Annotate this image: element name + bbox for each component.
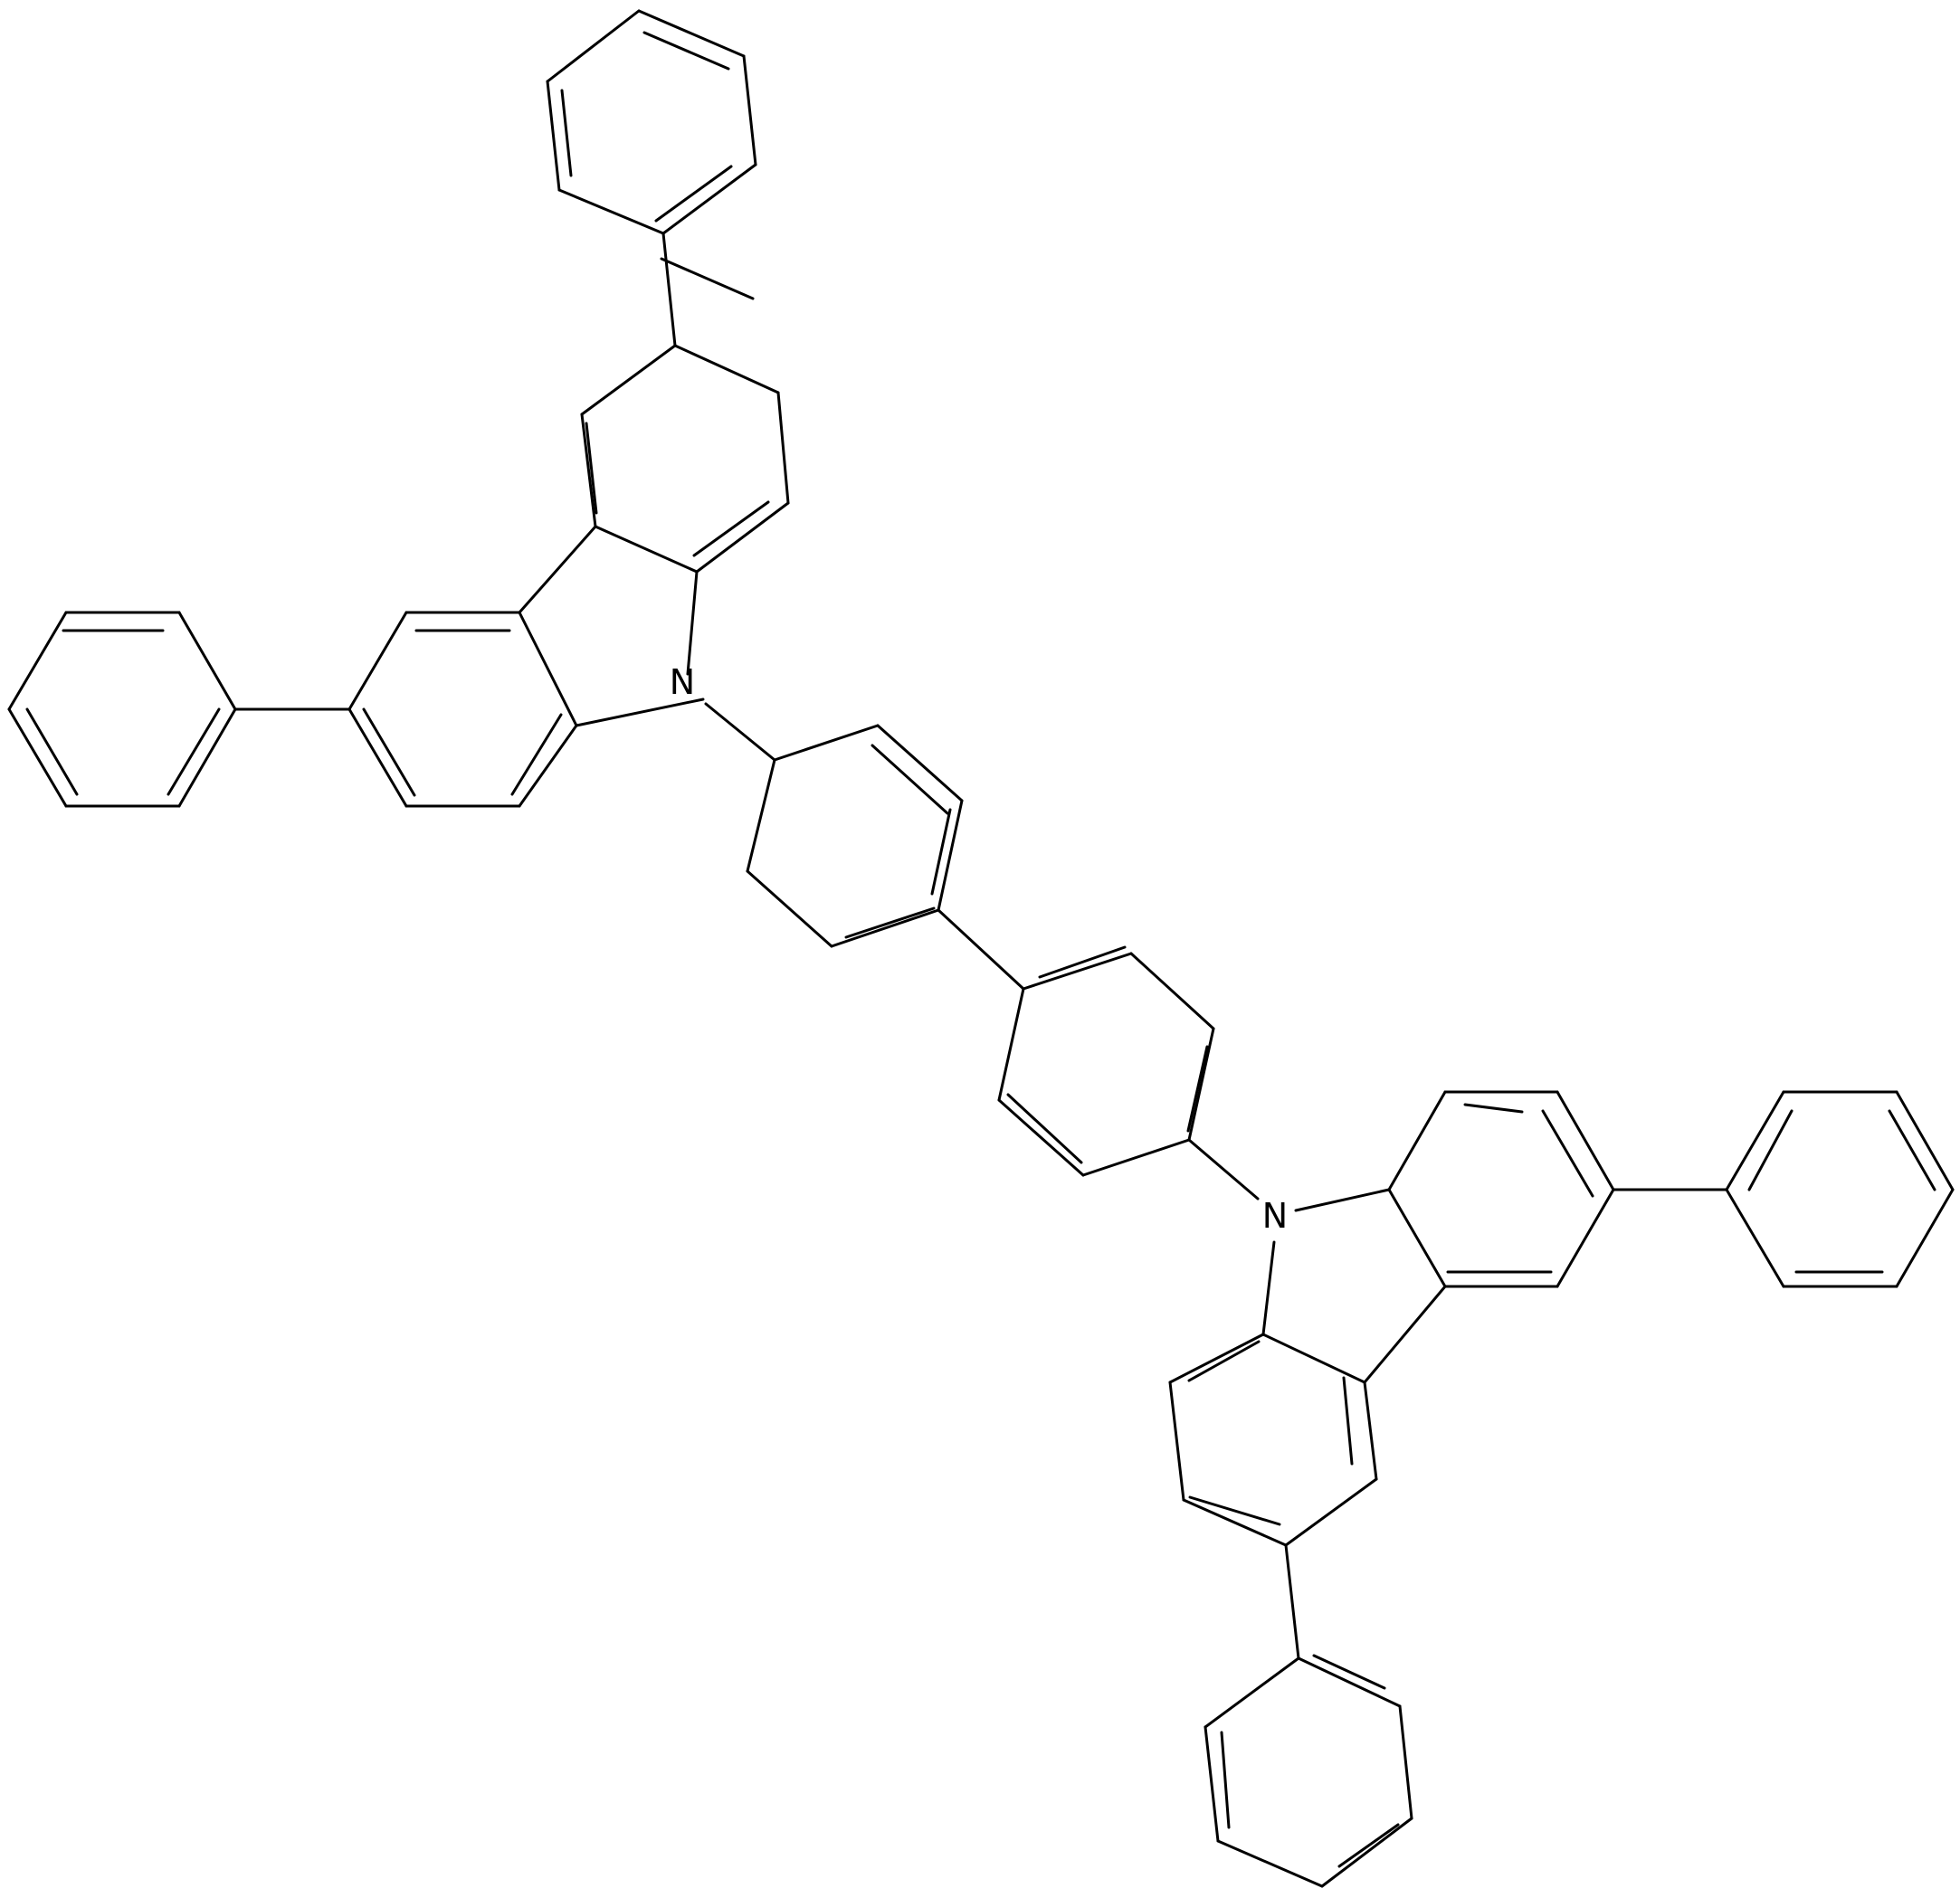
bond-line-4 (546, 80, 561, 192)
bond-line-63 (1182, 1498, 1288, 1547)
bond-line-36 (937, 908, 1025, 991)
bond-line-67 (1204, 1656, 1300, 1729)
double-bond-line-4 (692, 500, 770, 557)
bond-line-35 (746, 758, 776, 873)
double-bond-line-2 (560, 89, 573, 177)
bond-line-31 (876, 724, 964, 802)
bond-line-15 (575, 698, 705, 727)
bond-line-26 (7, 707, 68, 808)
double-bond-line-13 (930, 808, 952, 896)
double-bond-line-28 (1220, 1731, 1231, 1829)
double-bond-line-14 (844, 906, 936, 939)
bond-line-47 (1556, 1188, 1615, 1288)
bond-line-66 (1284, 1543, 1300, 1660)
bond-lines (7, 9, 1955, 1888)
bond-line-64 (1284, 1477, 1378, 1547)
bond-line-13 (518, 525, 597, 614)
bond-line-42 (997, 987, 1025, 1102)
bond-line-5 (546, 9, 641, 83)
bond-line-8 (776, 391, 790, 505)
double-bond-line-7 (362, 707, 416, 797)
double-bond-line-3 (660, 257, 755, 300)
bond-line-37 (1022, 952, 1133, 991)
bond-line-30 (773, 724, 880, 762)
double-bond-line-0 (642, 31, 730, 71)
bond-line-55 (1725, 1090, 1785, 1191)
bond-line-50 (1294, 1188, 1391, 1212)
bond-line-69 (1216, 1839, 1324, 1888)
bond-line-49 (1387, 1188, 1447, 1288)
double-bond-line-15 (1038, 945, 1127, 979)
bond-line-9 (695, 501, 790, 574)
bond-line-19 (347, 707, 408, 808)
bond-line-7 (673, 344, 780, 394)
bond-line-14 (686, 570, 699, 676)
bond-line-71 (1398, 1704, 1413, 1820)
double-bond-line-19 (1541, 1109, 1594, 1198)
bond-line-0 (637, 9, 746, 58)
bond-line-29 (704, 702, 776, 762)
bond-line-57 (1895, 1090, 1955, 1191)
bond-line-33 (830, 908, 940, 948)
bond-line-2 (661, 163, 757, 235)
nitrogen-atom-bottom: N (1262, 1196, 1288, 1236)
bond-line-28 (177, 707, 237, 808)
bond-line-43 (1187, 1138, 1260, 1200)
double-bond-line-21 (1747, 1109, 1793, 1191)
bond-line-11 (580, 413, 597, 528)
bond-line-65 (1363, 1381, 1378, 1481)
bond-line-40 (1081, 1138, 1191, 1177)
bond-line-61 (1168, 1333, 1265, 1384)
double-bond-line-16 (1186, 1045, 1209, 1133)
bond-line-72 (1297, 1656, 1402, 1708)
bond-line-10 (594, 525, 699, 574)
bond-line-34 (746, 869, 833, 948)
double-bond-line-22 (1888, 1109, 1936, 1191)
bond-line-41 (997, 1098, 1085, 1177)
bond-line-52 (1261, 1333, 1366, 1384)
double-bond-line-26 (1342, 1376, 1354, 1466)
double-bond-line-24 (1187, 1340, 1261, 1382)
bond-line-44 (1387, 1090, 1447, 1191)
double-bond-line-29 (1337, 1823, 1400, 1868)
bond-line-1 (742, 54, 757, 166)
bond-line-53 (1363, 1285, 1447, 1384)
bond-line-32 (937, 799, 964, 912)
bond-line-25 (7, 611, 68, 711)
bond-line-70 (1320, 1817, 1413, 1888)
double-bond-line-11 (167, 707, 221, 796)
bond-line-6 (661, 232, 677, 347)
bond-line-12 (580, 344, 677, 416)
bond-line-46 (1556, 1090, 1615, 1191)
double-bond-line-5 (585, 422, 598, 515)
bond-line-21 (518, 724, 578, 808)
nitrogen-atom-top: N (670, 662, 695, 702)
double-bond-line-17 (1006, 1093, 1083, 1164)
double-bond-line-18 (1463, 1103, 1524, 1114)
bond-line-62 (1168, 1381, 1185, 1502)
bond-line-39 (1187, 1027, 1215, 1142)
double-bond-line-1 (654, 165, 733, 223)
bond-line-3 (557, 188, 665, 235)
double-bond-line-27 (1312, 1654, 1386, 1690)
bond-line-60 (1725, 1188, 1785, 1288)
bond-line-58 (1895, 1188, 1955, 1288)
bond-line-16 (518, 611, 578, 727)
bond-line-51 (1261, 1240, 1276, 1336)
double-bond-line-25 (1188, 1495, 1281, 1526)
double-bond-line-10 (25, 707, 79, 796)
bond-line-23 (177, 611, 237, 711)
double-bond-line-8 (510, 713, 563, 796)
double-bond-line-12 (871, 744, 949, 815)
bond-line-68 (1204, 1725, 1220, 1843)
bond-line-38 (1129, 952, 1215, 1030)
bond-line-18 (347, 611, 408, 711)
